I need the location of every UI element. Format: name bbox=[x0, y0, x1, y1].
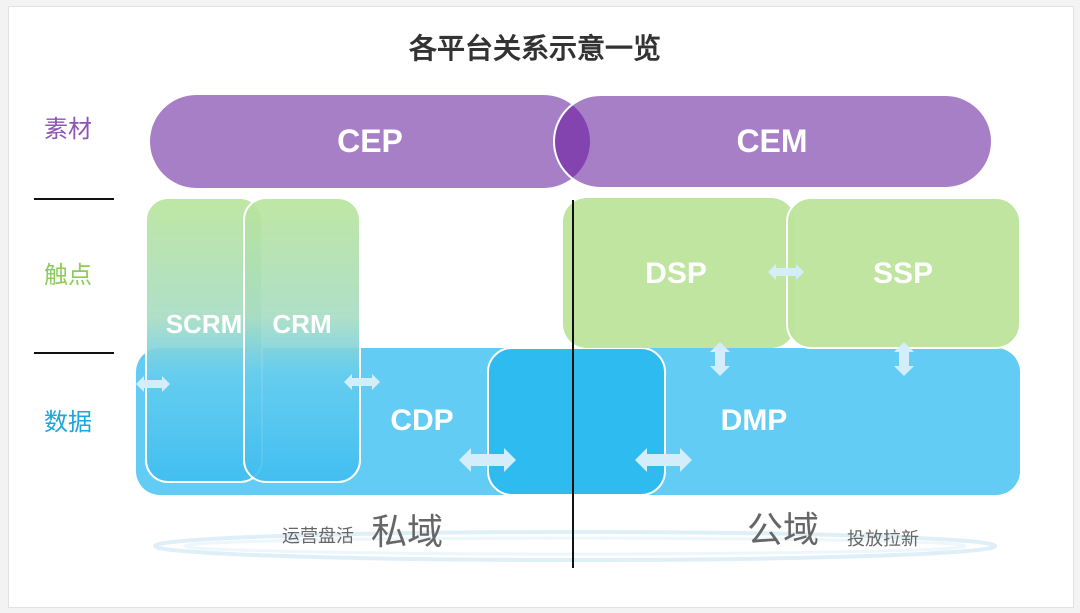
private-domain-caption: 运营盘活 bbox=[282, 526, 354, 547]
crm-label: CRM bbox=[272, 309, 331, 339]
overlap-outline bbox=[487, 347, 666, 496]
dsp-label: DSP bbox=[645, 257, 707, 290]
row-label-touchpoint: 触点 bbox=[44, 261, 92, 289]
row-label-material: 素材 bbox=[44, 115, 92, 143]
ssp-label: SSP bbox=[873, 257, 933, 290]
arrows bbox=[136, 264, 914, 472]
private-domain-label: 私域 bbox=[371, 512, 443, 553]
ssp-dmp-arrow-icon bbox=[894, 342, 914, 376]
domain-ellipse-inner bbox=[183, 536, 967, 556]
dmp-label: DMP bbox=[721, 404, 788, 437]
cem-label: CEM bbox=[736, 123, 807, 159]
diagram-title: 各平台关系示意一览 bbox=[408, 32, 661, 65]
public-domain-caption: 投放拉新 bbox=[847, 529, 919, 550]
domain-ellipse bbox=[153, 530, 997, 562]
cem-block bbox=[554, 95, 992, 188]
cep-label: CEP bbox=[337, 123, 403, 159]
crm-cdp-arrow-icon bbox=[344, 374, 380, 390]
cep-block bbox=[150, 95, 590, 188]
row-label-data: 数据 bbox=[44, 408, 92, 436]
dsp-dmp-arrow-icon bbox=[710, 342, 730, 376]
dsp-block bbox=[563, 198, 795, 348]
public-domain-label: 公域 bbox=[747, 510, 819, 551]
cem-outline bbox=[553, 94, 993, 189]
scrm-cdp-arrow-icon bbox=[136, 376, 170, 392]
cdp-label: CDP bbox=[390, 404, 453, 437]
cdp-dmp-left-arrow-icon bbox=[459, 448, 516, 472]
crm-block bbox=[243, 197, 361, 483]
dsp-ssp-arrow-icon bbox=[768, 264, 804, 280]
scrm-label: SCRM bbox=[166, 309, 243, 339]
cdp-dmp-overlap bbox=[488, 348, 665, 495]
cdp-dmp-right-arrow-icon bbox=[635, 448, 692, 472]
